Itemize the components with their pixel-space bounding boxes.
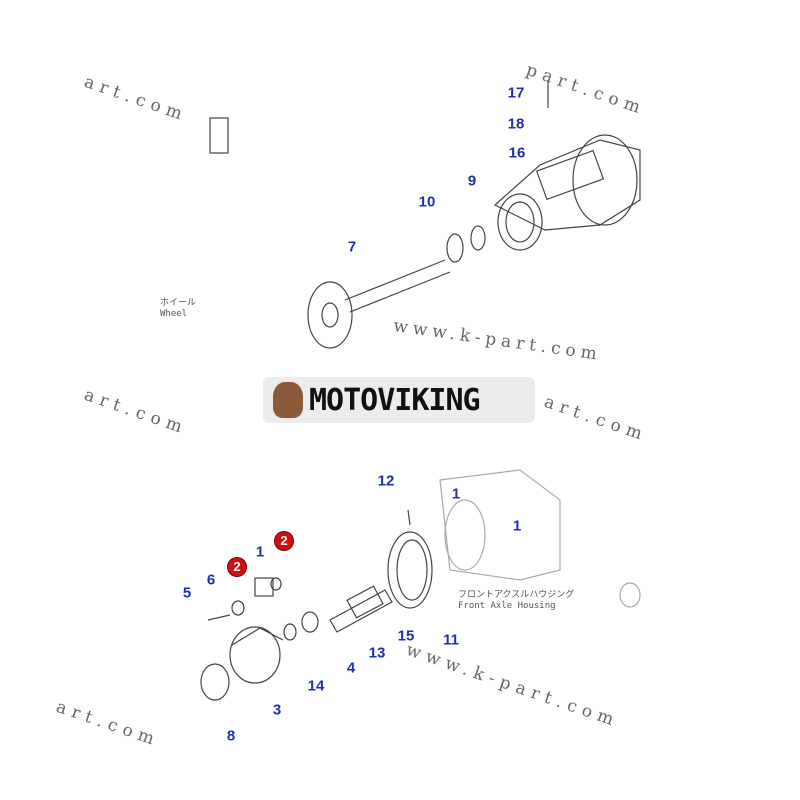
ring-gear <box>387 531 433 609</box>
housing-note-en: Front Axle Housing <box>458 601 556 611</box>
pinion-gear <box>254 577 274 597</box>
viking-mascot-icon <box>273 382 303 418</box>
callout-12[interactable]: 12 <box>377 472 395 490</box>
washer-2 <box>231 600 245 616</box>
plate <box>209 117 229 154</box>
callout-4[interactable]: 4 <box>346 659 356 677</box>
callout-6[interactable]: 6 <box>206 571 216 589</box>
axle-shaft <box>307 259 451 349</box>
diff-housing <box>439 469 561 581</box>
callout-16[interactable]: 16 <box>508 144 526 162</box>
callout-1[interactable]: 1 <box>451 485 461 503</box>
pinion-shaft <box>329 585 393 633</box>
motoviking-logo: MOTOVIKING <box>263 377 535 423</box>
plug <box>619 582 641 608</box>
callout-2-highlight[interactable]: 2 <box>275 532 293 550</box>
callout-18[interactable]: 18 <box>507 115 525 133</box>
callout-1[interactable]: 1 <box>255 543 265 561</box>
logo-text: MOTOVIKING <box>309 382 481 418</box>
callout-3[interactable]: 3 <box>272 701 282 719</box>
bearing <box>470 225 486 251</box>
pin-2 <box>407 509 411 526</box>
housing-note-jp: フロントアクスルハウジング <box>458 590 575 600</box>
flange <box>200 663 230 701</box>
wheel-note-en: Wheel <box>160 309 188 319</box>
pin <box>207 614 231 621</box>
callout-13[interactable]: 13 <box>368 644 386 662</box>
callout-9[interactable]: 9 <box>467 172 477 190</box>
washer <box>283 623 297 641</box>
wheel-note-jp: ホイール <box>160 298 197 308</box>
callout-5[interactable]: 5 <box>182 584 192 602</box>
callout-2-highlight[interactable]: 2 <box>228 558 246 576</box>
callout-17[interactable]: 17 <box>507 84 525 102</box>
axle-housing <box>493 134 641 251</box>
diff-case <box>229 626 284 684</box>
seal-ring <box>446 233 464 263</box>
callout-11[interactable]: 11 <box>443 631 459 649</box>
callout-8[interactable]: 8 <box>226 727 236 745</box>
callout-1[interactable]: 1 <box>512 517 522 535</box>
callout-14[interactable]: 14 <box>307 677 325 695</box>
gear <box>301 611 319 633</box>
callout-15[interactable]: 15 <box>397 627 415 645</box>
callout-10[interactable]: 10 <box>418 193 436 211</box>
callout-7[interactable]: 7 <box>347 238 357 256</box>
washer-3 <box>270 577 282 591</box>
